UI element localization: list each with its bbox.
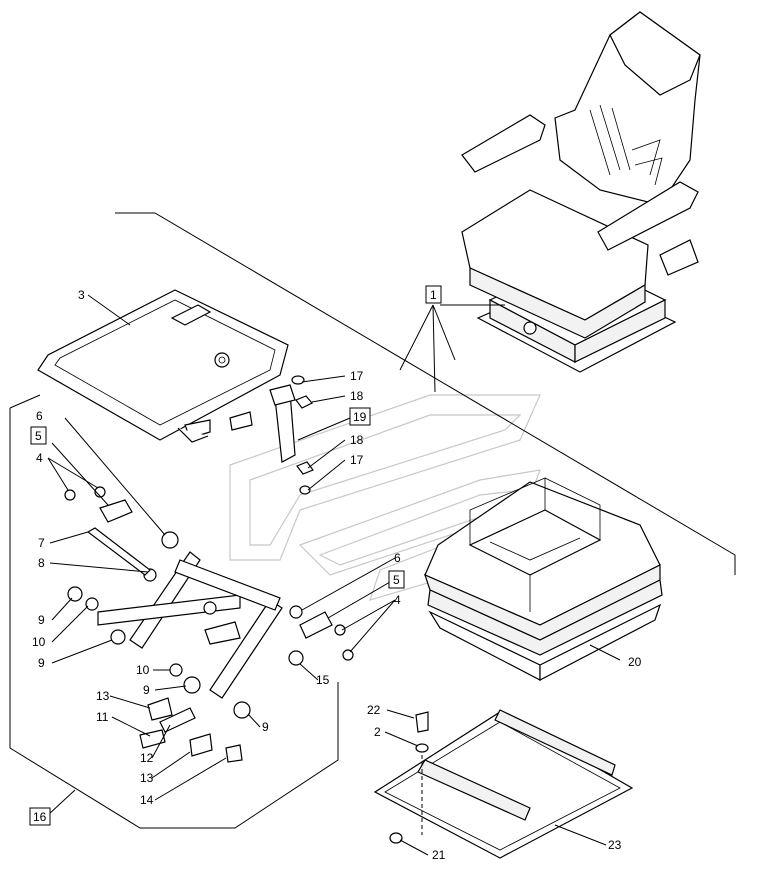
leader-lines [47, 294, 621, 856]
callout-23: 23 [608, 838, 622, 852]
callout-17-a: 17 [350, 369, 364, 383]
callout-22: 22 [367, 703, 381, 717]
suspension-housing [424, 477, 663, 681]
callout-14: 14 [140, 793, 154, 807]
callout-11: 11 [96, 710, 109, 724]
assembly-guide-line [115, 212, 736, 575]
callout-3: 3 [78, 288, 85, 302]
callout-16: 16 [33, 810, 47, 824]
mounting-plate [37, 289, 289, 443]
callout-1: 1 [430, 288, 437, 302]
callout-9-d: 9 [262, 720, 269, 734]
base-plate [373, 709, 634, 859]
callout-6-right: 6 [394, 551, 401, 565]
callout-5-right: 5 [393, 573, 400, 587]
suspension-linkage [9, 394, 354, 829]
callout-box-16 [29, 807, 51, 826]
callout-8: 8 [38, 556, 45, 570]
seat-assembly [461, 11, 701, 373]
callout-12: 12 [140, 751, 154, 765]
callout-9-a: 9 [38, 613, 45, 627]
callout-9-c: 9 [143, 683, 150, 697]
callout-7: 7 [38, 536, 45, 550]
callout-19: 19 [353, 410, 367, 424]
callout-10-b: 10 [136, 663, 150, 677]
callout-5-left: 5 [35, 429, 42, 443]
callout-21: 21 [432, 848, 446, 862]
callout-18-b: 18 [350, 433, 364, 447]
callout-6-left: 6 [36, 409, 43, 423]
callout-17-b: 17 [350, 453, 364, 467]
callout-20: 20 [628, 655, 642, 669]
callout-box-19 [349, 407, 371, 426]
callout-13-b: 13 [140, 771, 154, 785]
callout-box-5-left [30, 426, 47, 445]
callout-box-1 [425, 285, 442, 304]
callout-18-a: 18 [350, 389, 364, 403]
callout-10-a: 10 [32, 635, 46, 649]
callout-box-5-right [388, 570, 405, 589]
callout-13-a: 13 [96, 689, 110, 703]
callout-9-b: 9 [38, 656, 45, 670]
callout-labels: 1 3 6 5 4 7 8 9 10 9 10 9 13 11 12 13 14… [32, 288, 642, 862]
callout-2: 2 [374, 725, 381, 739]
callout-4-left: 4 [36, 451, 43, 465]
callout-15: 15 [316, 673, 330, 687]
seat-belt-strap [269, 375, 314, 495]
callout-4-right: 4 [394, 593, 401, 607]
